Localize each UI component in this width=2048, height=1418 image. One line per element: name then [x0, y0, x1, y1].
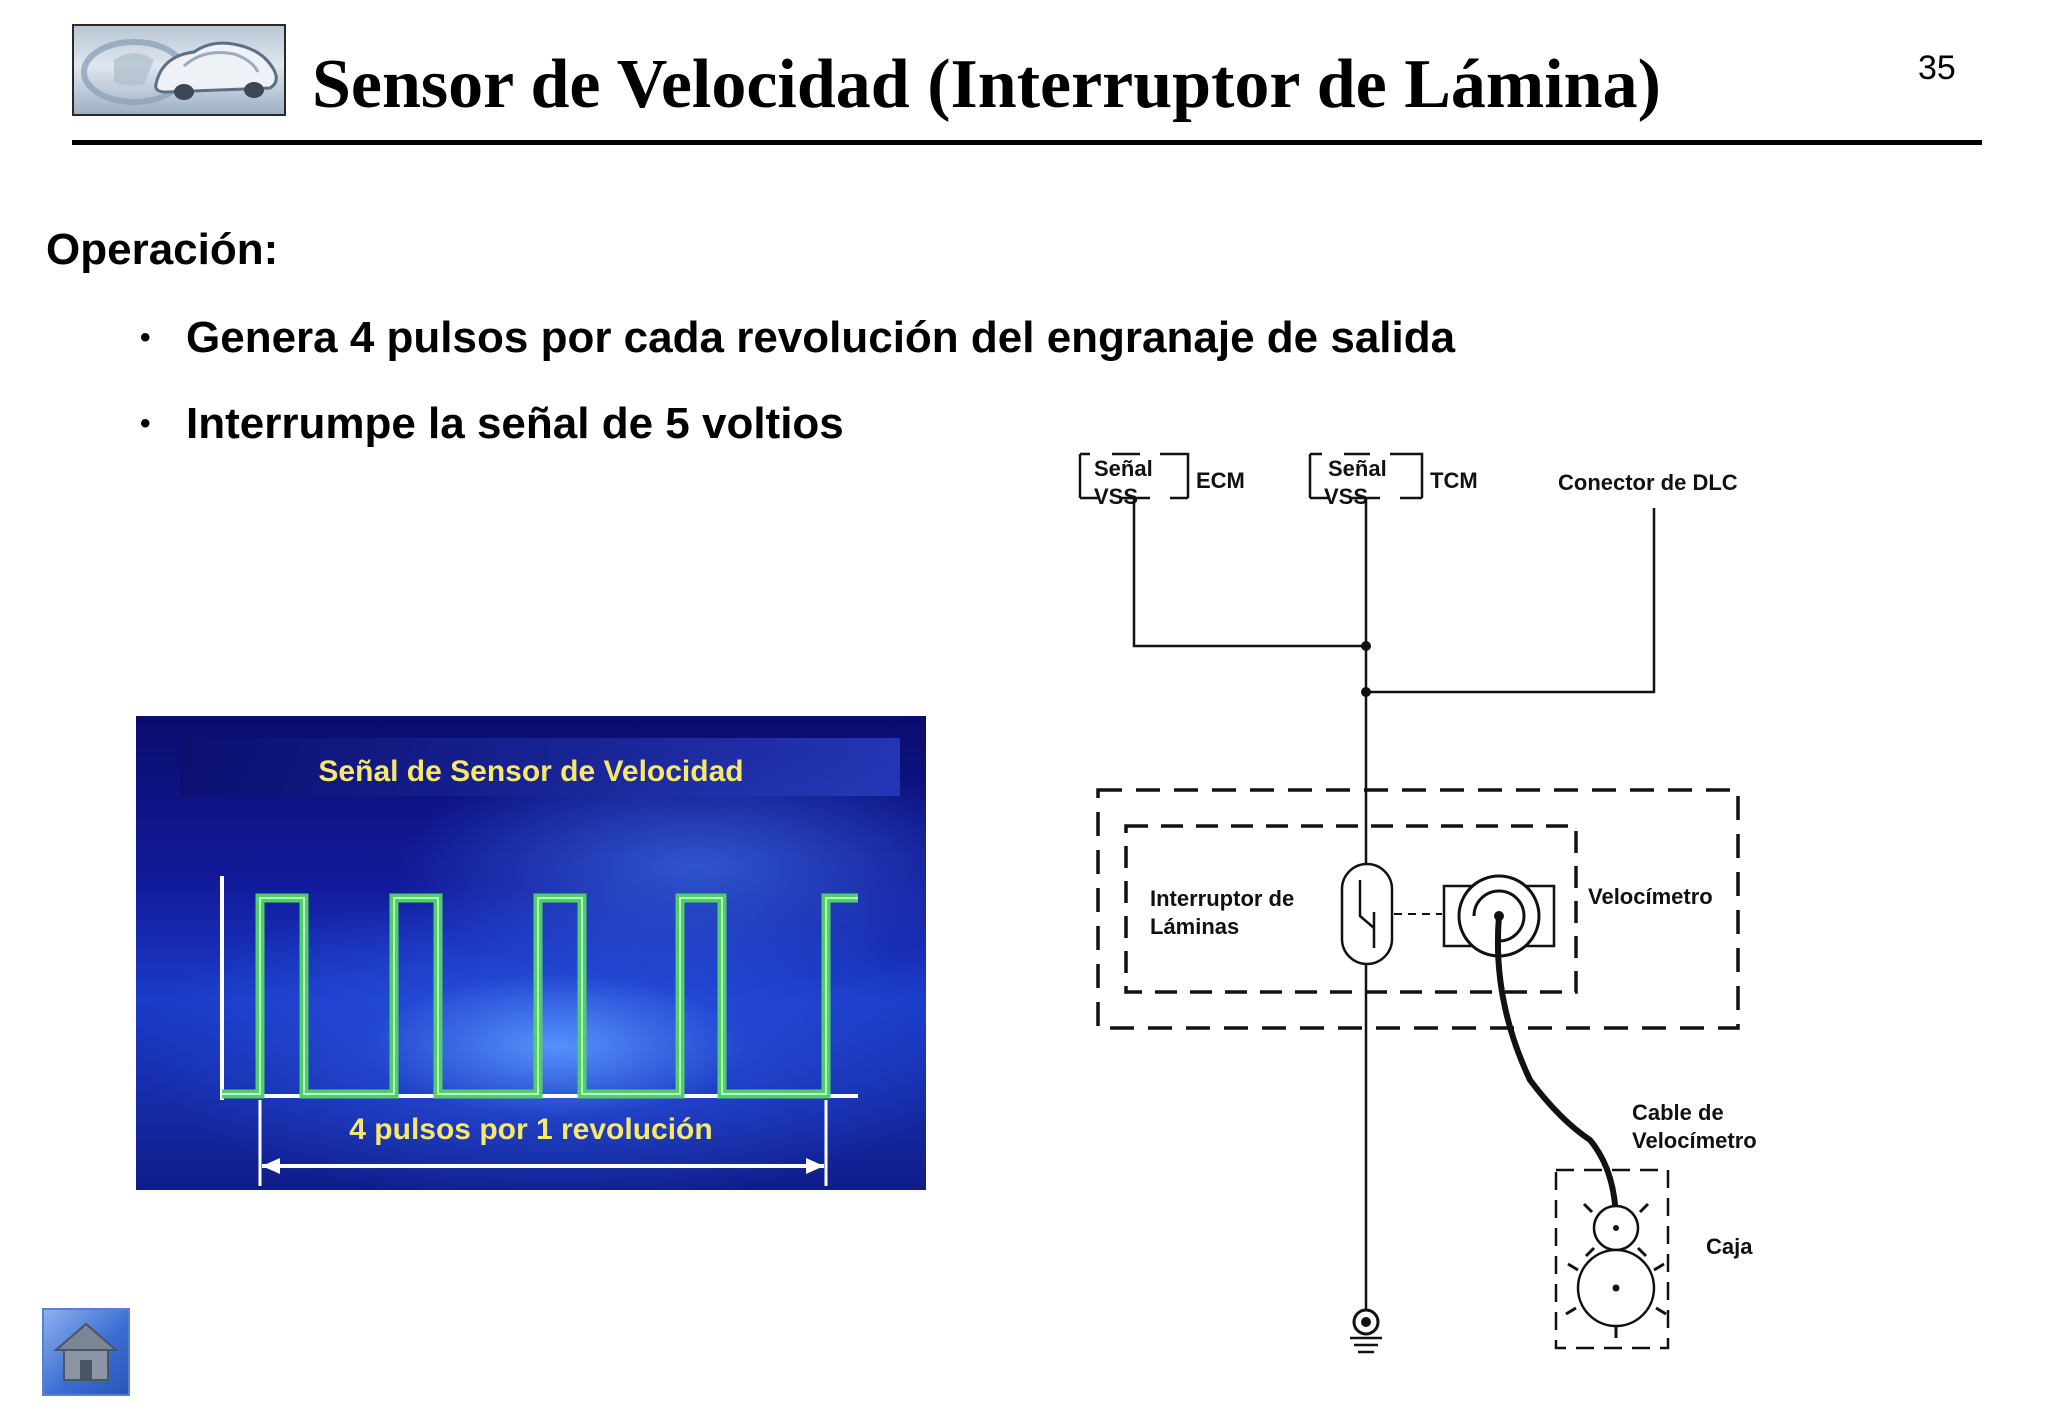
bullet-item: • Interrumpe la señal de 5 voltios [140, 398, 1455, 484]
arrow-left-icon [262, 1158, 280, 1174]
speedometer-label: Velocímetro [1588, 884, 1713, 909]
bullet-dot-icon: • [140, 407, 151, 440]
wiring-diagram: Señal VSS ECM Señal VSS TCM Conector de … [1078, 452, 1757, 1354]
title-divider [72, 140, 1982, 145]
tcm-label: TCM [1430, 468, 1478, 493]
square-wave-trace [222, 893, 858, 1099]
ecm-signal-box [1078, 452, 1190, 500]
reed-switch-icon [1340, 862, 1394, 966]
junction-dot [1361, 641, 1371, 651]
reed-switch-label-line1: Interruptor de [1150, 886, 1294, 911]
speedometer-housing-outer [1096, 788, 1740, 1030]
arrow-right-icon [806, 1158, 824, 1174]
junction-dot [1361, 687, 1371, 697]
speed-signal-panel: Señal de Sensor de Velocidad 4 pulsos po… [136, 716, 926, 1190]
reed-switch-label-line2: Láminas [1150, 914, 1239, 939]
company-logo [72, 24, 286, 116]
ecm-signal-label: Señal [1094, 456, 1153, 481]
tcm-vss-label: VSS [1324, 484, 1368, 509]
section-heading: Operación: [46, 225, 279, 274]
gearbox-housing [1554, 1168, 1670, 1350]
hyundai-car-logo-icon [81, 39, 278, 105]
ecm-wire [1132, 498, 1366, 648]
signal-panel-caption: 4 pulsos por 1 revolución [349, 1113, 713, 1146]
bullet-item: • Genera 4 pulsos por cada revolución del… [140, 312, 1455, 398]
bullet-text: Interrumpe la señal de 5 voltios [186, 399, 844, 448]
dlc-wire [1366, 508, 1656, 694]
ground-lines [1350, 1336, 1382, 1354]
speedometer-housing-inner [1124, 824, 1578, 994]
signal-panel-title: Señal de Sensor de Velocidad [318, 755, 744, 788]
bullet-list: • Genera 4 pulsos por cada revolución del… [140, 312, 1455, 484]
bullet-text: Genera 4 pulsos por cada revolución del … [186, 313, 1456, 362]
ecm-label: ECM [1196, 468, 1245, 493]
bullet-dot-icon: • [140, 321, 151, 354]
rotation-arrow-icon [1472, 889, 1526, 943]
square-wave-highlight [222, 897, 858, 1095]
tcm-signal-box [1308, 452, 1424, 500]
signal-title-bar [180, 738, 900, 796]
speedometer-cable [1494, 915, 1619, 1221]
tcm-signal-label: Señal [1328, 456, 1387, 481]
square-wave-graph [220, 876, 858, 1186]
gearbox-label: Caja [1706, 1234, 1753, 1259]
home-button[interactable] [42, 1308, 130, 1396]
dlc-connector-label: Conector de DLC [1558, 470, 1738, 495]
home-icon [53, 1322, 119, 1381]
reed-contacts-icon [1358, 880, 1376, 948]
page-number: 35 [1918, 49, 1956, 87]
gear-teeth [1565, 1202, 1667, 1338]
ecm-vss-label: VSS [1094, 484, 1138, 509]
cable-label-line1: Cable de [1632, 1100, 1724, 1125]
cable-label-line2: Velocímetro [1632, 1128, 1757, 1153]
slide-title: Sensor de Velocidad (Interruptor de Lámi… [312, 46, 1661, 123]
